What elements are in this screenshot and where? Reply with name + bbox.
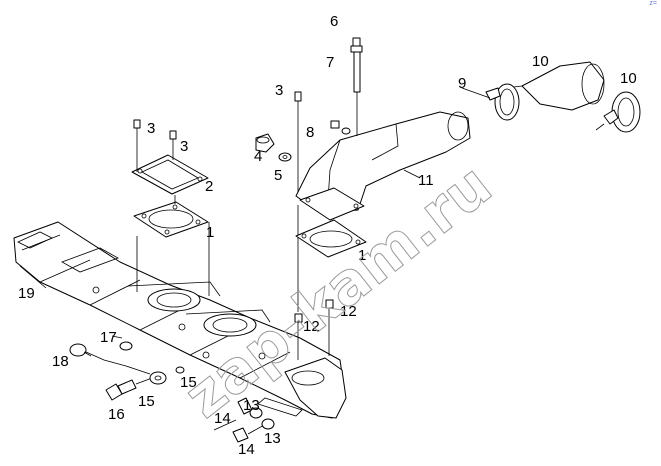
callout-clamp-right: 10 — [620, 70, 637, 87]
callout-bushing: 17 — [100, 329, 117, 346]
callout-cover-plate: 2 — [205, 178, 213, 195]
plug-part-4 — [255, 133, 275, 153]
callout-bolt-center: 3 — [275, 82, 283, 99]
callout-fitting: 8 — [306, 124, 314, 141]
bolt-center — [294, 91, 302, 198]
sensor-probe-16 — [105, 377, 153, 401]
cover-plate — [131, 154, 209, 195]
callout-nut-a: 13 — [243, 397, 260, 414]
bushing-17 — [119, 341, 133, 351]
flex-pipe — [505, 61, 605, 111]
stud-12-a — [294, 313, 303, 360]
fitting-part-8 — [330, 120, 351, 135]
callout-washer-a: 15 — [138, 393, 155, 410]
callout-washer-b: 15 — [180, 374, 197, 391]
nut-13-b — [261, 418, 275, 430]
callout-bolt-left-a: 3 — [147, 120, 155, 137]
callout-clamp-left: 9 — [458, 75, 466, 92]
bolt-left-b — [169, 130, 177, 160]
corner-brand-mark: z= — [649, 0, 657, 7]
callout-stud-b: 12 — [340, 303, 357, 320]
callout-flex-pipe: 10 — [532, 53, 549, 70]
callout-probe-rod: 7 — [326, 54, 334, 71]
bolt-left-a — [133, 119, 141, 172]
callout-sensor-probe: 16 — [108, 406, 125, 423]
bolt-14-b — [232, 423, 267, 443]
callout-plug: 4 — [254, 148, 262, 165]
callout-sensor-lead: 18 — [52, 353, 69, 370]
gasket-left — [133, 201, 209, 238]
exhaust-pipe — [295, 111, 471, 221]
callout-gasket-left: 1 — [206, 224, 214, 241]
callout-bolt-a: 14 — [214, 410, 231, 427]
gasket-right — [295, 219, 367, 258]
washer-15-a — [149, 371, 167, 385]
sensor-lead-18 — [69, 343, 151, 375]
nut-13-a — [249, 407, 263, 419]
callout-exhaust-pipe: 11 — [418, 172, 434, 189]
callout-gasket-right: 1 — [358, 247, 366, 264]
callout-bolt-left-b: 3 — [180, 138, 188, 155]
clamp-right — [595, 91, 641, 133]
probe-rod — [350, 37, 363, 136]
callout-bolt-b: 14 — [238, 441, 255, 458]
callout-nut-b: 13 — [264, 430, 281, 447]
exhaust-manifold — [13, 221, 347, 419]
callout-nut: 6 — [330, 13, 338, 30]
callout-manifold: 19 — [18, 285, 35, 302]
stud-12-b — [325, 299, 334, 356]
callout-stud-a: 12 — [303, 318, 320, 335]
clamp-left — [485, 83, 520, 121]
callout-washer: 5 — [274, 167, 282, 184]
washer-15-b — [175, 366, 185, 374]
washer-part-5 — [278, 152, 292, 162]
leader-lines — [19, 87, 491, 357]
callout-labels: 1 1 2 3 3 3 4 5 6 7 8 9 10 10 11 12 12 1… — [18, 13, 637, 458]
